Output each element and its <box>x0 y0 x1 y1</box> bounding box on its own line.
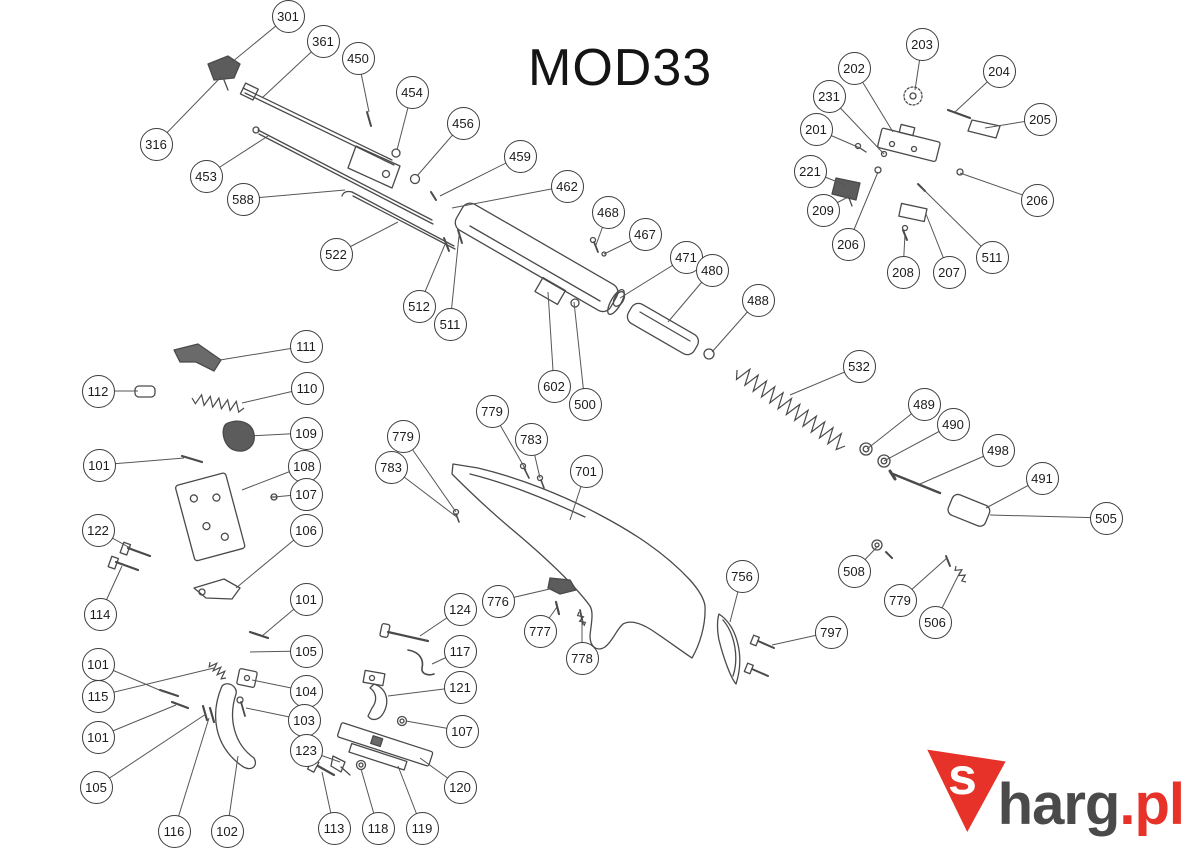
part-callout-205: 205 <box>1023 102 1057 136</box>
spring-parts <box>191 367 967 680</box>
part-callout-204: 204 <box>982 54 1016 88</box>
part-callout-778: 778 <box>565 641 599 675</box>
sharg-logo: s harg.pl <box>926 748 1185 833</box>
part-callout-116: 116 <box>157 814 191 848</box>
part-callout-453: 453 <box>189 159 223 193</box>
part-callout-104: 104 <box>289 674 323 708</box>
part-callout-783-2: 783 <box>514 422 548 456</box>
part-callout-124: 124 <box>443 592 477 626</box>
stock-group <box>451 462 775 685</box>
part-callout-489: 489 <box>907 387 941 421</box>
mainspring-group <box>859 442 991 567</box>
part-callout-101-2: 101 <box>289 582 323 616</box>
part-callout-797: 797 <box>814 615 848 649</box>
part-callout-121: 121 <box>443 670 477 704</box>
receiver-group <box>454 202 715 360</box>
part-callout-456: 456 <box>446 106 480 140</box>
part-callout-105: 105 <box>289 634 323 668</box>
part-callout-110: 110 <box>290 371 324 405</box>
part-callout-106: 106 <box>289 513 323 547</box>
part-callout-783: 783 <box>374 450 408 484</box>
part-callout-206-2: 206 <box>831 227 865 261</box>
part-callout-490: 490 <box>936 407 970 441</box>
part-callout-111: 111 <box>289 329 323 363</box>
part-callout-776: 776 <box>481 584 515 618</box>
part-callout-203: 203 <box>905 27 939 61</box>
part-callout-107-2: 107 <box>445 714 479 748</box>
part-callout-117: 117 <box>443 634 477 668</box>
part-callout-454: 454 <box>395 75 429 109</box>
rear-sight-group <box>831 86 1001 241</box>
part-callout-480: 480 <box>695 253 729 287</box>
part-callout-231: 231 <box>812 79 846 113</box>
part-callout-450: 450 <box>341 41 375 75</box>
part-callout-208: 208 <box>886 255 920 289</box>
part-callout-206: 206 <box>1020 183 1054 217</box>
part-callout-112: 112 <box>81 374 115 408</box>
part-callout-101: 101 <box>82 448 116 482</box>
logo-text: harg.pl <box>998 775 1185 833</box>
part-callout-505: 505 <box>1089 501 1123 535</box>
part-callout-109: 109 <box>289 416 323 450</box>
part-callout-119: 119 <box>405 811 439 845</box>
diagram-title: MOD33 <box>528 39 713 97</box>
part-callout-105-2: 105 <box>79 770 113 804</box>
part-callout-602: 602 <box>537 369 571 403</box>
part-callout-107: 107 <box>289 477 323 511</box>
part-callout-118: 118 <box>361 811 395 845</box>
part-callout-491: 491 <box>1025 461 1059 495</box>
part-callout-108: 108 <box>287 449 321 483</box>
part-callout-301: 301 <box>271 0 305 33</box>
part-callout-122: 122 <box>81 513 115 547</box>
logo-text-red: .pl <box>1119 771 1185 837</box>
part-callout-113: 113 <box>317 811 351 845</box>
part-callout-120: 120 <box>443 770 477 804</box>
part-callout-462: 462 <box>550 169 584 203</box>
part-callout-467: 467 <box>628 217 662 251</box>
part-callout-506: 506 <box>918 605 952 639</box>
part-callout-471: 471 <box>669 240 703 274</box>
part-callout-779-2: 779 <box>475 394 509 428</box>
logo-text-dark: harg <box>997 771 1121 837</box>
part-callout-498: 498 <box>981 433 1015 467</box>
part-callout-114: 114 <box>83 597 117 631</box>
part-callout-511-2: 511 <box>975 240 1009 274</box>
part-callout-207: 207 <box>932 255 966 289</box>
part-callout-361: 361 <box>306 24 340 58</box>
part-callout-488: 488 <box>741 283 775 317</box>
part-callout-115: 115 <box>81 679 115 713</box>
part-callout-500: 500 <box>568 387 602 421</box>
part-callout-511: 511 <box>433 307 467 341</box>
part-callout-101-3: 101 <box>81 647 115 681</box>
part-callout-756: 756 <box>725 559 759 593</box>
part-callout-777: 777 <box>523 614 557 648</box>
part-callout-522: 522 <box>319 237 353 271</box>
part-callout-508: 508 <box>837 554 871 588</box>
part-callout-221: 221 <box>793 154 827 188</box>
leader-lines <box>95 15 1107 832</box>
trigger-parts-group <box>107 343 351 776</box>
part-callout-202: 202 <box>837 51 871 85</box>
part-callout-123: 123 <box>289 733 323 767</box>
part-callout-459: 459 <box>503 139 537 173</box>
part-callout-779: 779 <box>386 419 420 453</box>
part-callout-316: 316 <box>139 127 173 161</box>
part-callout-532: 532 <box>842 349 876 383</box>
part-callout-701: 701 <box>569 454 603 488</box>
logo-letter-s: s <box>947 748 977 806</box>
part-callout-103: 103 <box>287 703 321 737</box>
part-callout-512: 512 <box>402 289 436 323</box>
logo-triangle-mark: s <box>927 748 1006 832</box>
part-callout-102: 102 <box>210 814 244 848</box>
part-callout-201: 201 <box>799 112 833 146</box>
part-callout-468: 468 <box>591 195 625 229</box>
barrel-group <box>207 55 463 252</box>
trigger-housing-group <box>306 623 435 777</box>
part-callout-209: 209 <box>806 193 840 227</box>
part-callout-101-4: 101 <box>81 720 115 754</box>
part-callout-588: 588 <box>226 182 260 216</box>
part-callout-779-3: 779 <box>883 583 917 617</box>
